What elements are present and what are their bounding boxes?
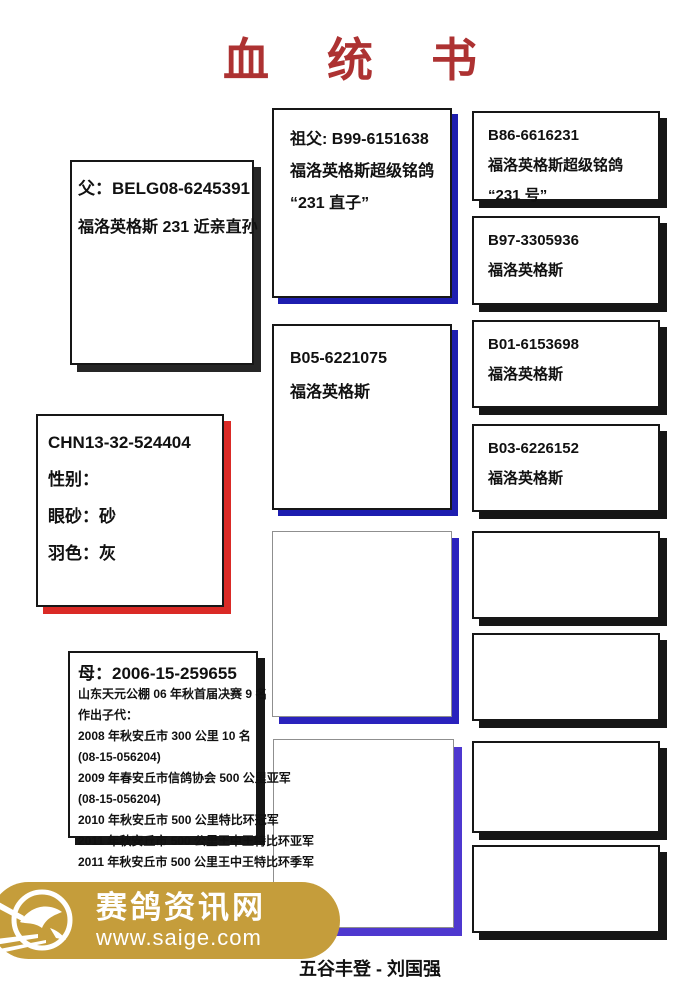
watermark-badge: 赛鸽资讯网 www.saige.com — [0, 882, 340, 959]
subject-box: CHN13-32-524404 性别： 眼砂：砂 羽色：灰 — [36, 414, 224, 607]
mother-achievement: (08-15-056204) — [78, 792, 161, 806]
empty-pedigree-box-right-7 — [472, 741, 660, 833]
grandmother-strain: 福洛英格斯 — [290, 384, 371, 401]
grandmother-box: B05-6221075 福洛英格斯 — [272, 324, 452, 510]
gg1-strain: 福洛英格斯超级铭鸽 — [488, 157, 624, 174]
mother-achievement: 2011 年秋安丘市 500 公里王中王特比环季军 — [78, 855, 315, 869]
watermark-site-url: www.saige.com — [96, 925, 262, 950]
footer-loft-name: 五谷丰登 - 刘国强 — [299, 959, 441, 979]
gg3-ring: B01-6153698 — [488, 336, 579, 353]
grandfather-strain: 福洛英格斯超级铭鸽 — [290, 163, 435, 180]
subject-feather: 羽色：灰 — [48, 544, 116, 563]
mother-achievement: 2009 年春安丘市信鸽协会 500 公里亚军 — [78, 771, 291, 785]
mother-achievement: 作出子代： — [78, 708, 139, 722]
grandfather-ring: 祖父: B99-6151638 — [290, 131, 429, 148]
father-strain: 福洛英格斯 231 近亲直孙 — [78, 219, 258, 236]
subject-ring: CHN13-32-524404 — [48, 433, 191, 452]
great-grandparent-box-4: B03-6226152 福洛英格斯 — [472, 424, 660, 512]
father-box: 父：BELG08-6245391 福洛英格斯 231 近亲直孙 — [70, 160, 258, 365]
empty-pedigree-box-right-8 — [472, 845, 660, 933]
subject-eye: 眼砂：砂 — [48, 507, 116, 526]
subject-sex: 性别： — [48, 470, 99, 489]
watermark-site-name: 赛鸽资讯网 — [96, 890, 266, 925]
watermark-text: 赛鸽资讯网 www.saige.com — [84, 892, 266, 949]
mother-achievement: 山东天元公棚 06 年秋首届决赛 9 名 — [78, 687, 268, 701]
mother-achievement: (08-15-056204) — [78, 750, 161, 764]
gg2-strain: 福洛英格斯 — [488, 262, 564, 279]
mother-achievement: 2011 年秋安丘市 500 公里王中王特比环亚军 — [78, 834, 315, 848]
mother-box: 母：2006-15-259655 山东天元公棚 06 年秋首届决赛 9 名 作出… — [68, 651, 314, 869]
father-ring: 父：BELG08-6245391 — [78, 179, 250, 198]
gg1-note: “231 号” — [488, 187, 548, 204]
gg4-ring: B03-6226152 — [488, 440, 579, 457]
great-grandparent-box-1: B86-6616231 福洛英格斯超级铭鸽 “231 号” — [472, 111, 660, 204]
grandfather-note: “231 直子” — [290, 195, 370, 212]
gg4-strain: 福洛英格斯 — [488, 470, 564, 487]
pigeon-logo-icon — [0, 882, 84, 959]
page-title: 血统书 — [223, 33, 535, 87]
mother-achievement: 2008 年秋安丘市 300 公里 10 名 — [78, 729, 251, 743]
empty-pedigree-box-right-6 — [472, 633, 660, 721]
grandfather-box: 祖父: B99-6151638 福洛英格斯超级铭鸽 “231 直子” — [272, 108, 452, 298]
mother-ring: 母：2006-15-259655 — [78, 664, 237, 683]
great-grandparent-box-3: B01-6153698 福洛英格斯 — [472, 320, 660, 408]
gg2-ring: B97-3305936 — [488, 232, 579, 249]
empty-pedigree-box-mid-3 — [272, 531, 452, 717]
empty-pedigree-box-right-5 — [472, 531, 660, 619]
gg1-ring: B86-6616231 — [488, 127, 579, 144]
gg3-strain: 福洛英格斯 — [488, 366, 564, 383]
mother-achievement: 2010 年秋安丘市 500 公里特比环冠军 — [78, 813, 279, 827]
great-grandparent-box-2: B97-3305936 福洛英格斯 — [472, 216, 660, 305]
grandmother-ring: B05-6221075 — [290, 350, 387, 367]
